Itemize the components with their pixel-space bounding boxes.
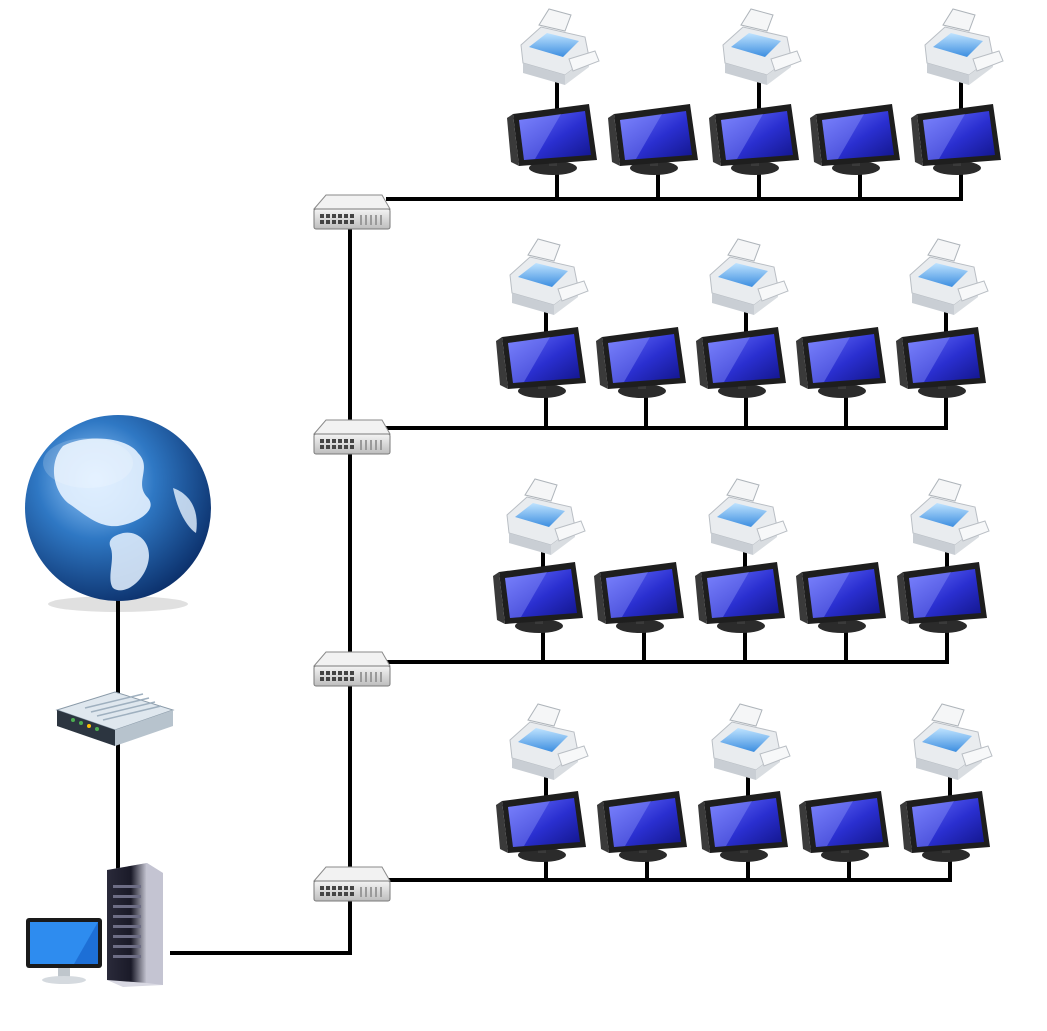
network-switch-icon [312,419,391,455]
printer-icon [709,238,789,315]
globe-icon [25,415,211,612]
computer-monitor-icon [709,104,799,175]
computer-monitor-icon [911,104,1001,175]
computer-monitor-icon [900,791,990,862]
network-switch-icon [312,866,391,902]
printer-icon [506,478,586,555]
printer-icon [909,238,989,315]
modem-icon [55,691,175,746]
computer-monitor-icon [597,791,687,862]
network-switch-icon [312,651,391,687]
printer-icon [509,238,589,315]
network-switch-icon [312,194,391,230]
computer-monitor-icon [799,791,889,862]
computer-monitor-icon [696,327,786,398]
printer-icon [711,703,791,780]
computer-monitor-icon [493,562,583,633]
computer-monitor-icon [796,327,886,398]
computer-monitor-icon [796,562,886,633]
computer-monitor-icon [608,104,698,175]
printer-icon [509,703,589,780]
computer-monitor-icon [496,791,586,862]
computer-monitor-icon [698,791,788,862]
printer-icon [708,478,788,555]
server-tower-icon [107,863,163,987]
computer-monitor-icon [596,327,686,398]
printer-icon [924,8,1004,85]
computer-monitor-icon [896,327,986,398]
printer-icon [722,8,802,85]
network-devices [25,8,1004,987]
computer-monitor-icon [810,104,900,175]
computer-monitor-icon [695,562,785,633]
computer-monitor-icon [496,327,586,398]
computer-monitor-icon [594,562,684,633]
desktop-monitor-icon [26,918,102,984]
computer-monitor-icon [507,104,597,175]
printer-icon [910,478,990,555]
printer-icon [520,8,600,85]
printer-icon [913,703,993,780]
computer-monitor-icon [897,562,987,633]
